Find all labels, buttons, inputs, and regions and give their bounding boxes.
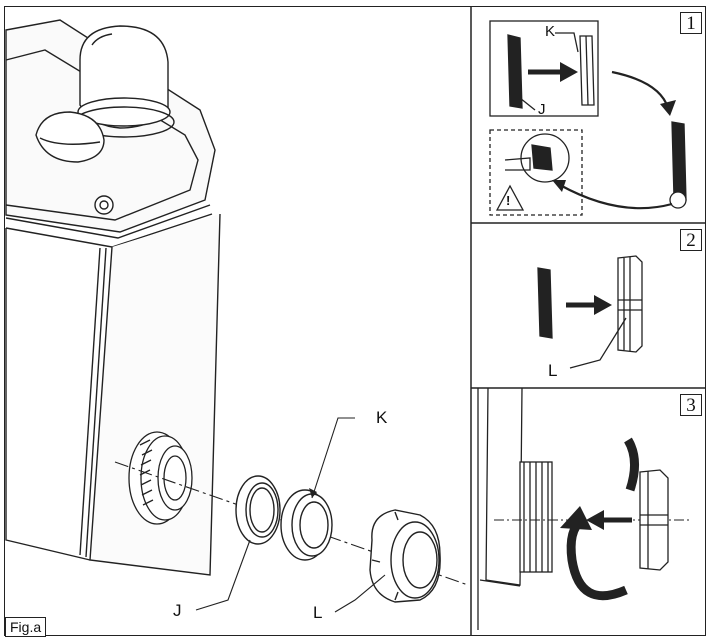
label-k-step1: K (545, 23, 556, 40)
leader-l (334, 574, 386, 613)
step-number-1: 1 (680, 12, 702, 34)
dome-cap (73, 25, 175, 138)
step2-drawing (537, 255, 643, 369)
seal-ring-j (235, 475, 281, 545)
figure-frame (4, 6, 706, 636)
label-j-main: J (173, 601, 182, 620)
label-j-step1: J (538, 101, 546, 118)
warning-icon: ! (506, 193, 511, 208)
step-number-3: 3 (680, 394, 702, 416)
figure-tag: Fig.a (5, 617, 47, 637)
leader-k (311, 417, 355, 499)
label-k-main: K (376, 408, 388, 427)
step-number-2: 2 (680, 229, 702, 251)
leader-j (195, 539, 251, 611)
gasket-k (280, 489, 333, 561)
side-knob (35, 111, 105, 163)
label-l-main: L (313, 603, 323, 622)
label-l-step2: L (548, 361, 558, 380)
step1-drawing (489, 20, 687, 216)
nut-l (369, 509, 441, 603)
step3-drawing (477, 387, 690, 630)
